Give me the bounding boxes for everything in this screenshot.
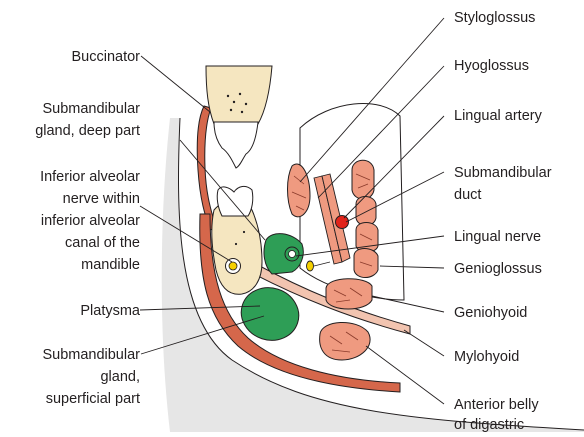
label-lingual-nerve: Lingual nerve [454, 229, 541, 245]
label-hyoglossus: Hyoglossus [454, 58, 529, 74]
label-inferior-alveolar-3: inferior alveolar [41, 213, 140, 229]
label-anterior-belly-1: Anterior belly [454, 397, 539, 413]
styloglossus-muscle [288, 164, 311, 217]
label-mylohyoid: Mylohyoid [454, 349, 519, 365]
label-submandibular-duct-1: Submandibular [454, 165, 552, 181]
lingual-nerve [285, 247, 299, 261]
label-submandibular-duct-2: duct [454, 187, 481, 203]
label-buccinator: Buccinator [71, 49, 140, 65]
label-geniohyoid: Geniohyoid [454, 305, 527, 321]
label-styloglossus: Styloglossus [454, 10, 535, 26]
label-submandibular-deep-2: gland, deep part [35, 123, 140, 139]
lower-tooth [217, 186, 253, 216]
inferior-alveolar-nerve [229, 262, 237, 270]
label-inferior-alveolar-2: nerve within [63, 191, 140, 207]
buccinator-muscle [197, 106, 216, 230]
maxilla-bone [206, 66, 272, 124]
genioglossus-muscle [352, 160, 378, 277]
label-submandibular-sup-2: gland, [100, 369, 140, 385]
upper-tooth [214, 122, 258, 168]
label-inferior-alveolar-1: Inferior alveolar [40, 169, 140, 185]
label-submandibular-sup-1: Submandibular [42, 347, 140, 363]
label-submandibular-deep-1: Submandibular [42, 101, 140, 117]
label-anterior-belly-2: of digastric [454, 417, 524, 432]
geniohyoid-muscle [326, 279, 372, 309]
digastric-anterior-belly [320, 322, 370, 360]
label-inferior-alveolar-4: canal of the [65, 235, 140, 251]
tongue-outline [300, 104, 404, 301]
label-lingual-artery: Lingual artery [454, 108, 543, 124]
submandibular-duct [307, 261, 314, 271]
label-platysma: Platysma [80, 303, 141, 319]
label-genioglossus: Genioglossus [454, 261, 542, 277]
label-submandibular-sup-3: superficial part [46, 391, 140, 407]
label-inferior-alveolar-5: mandible [81, 257, 140, 273]
